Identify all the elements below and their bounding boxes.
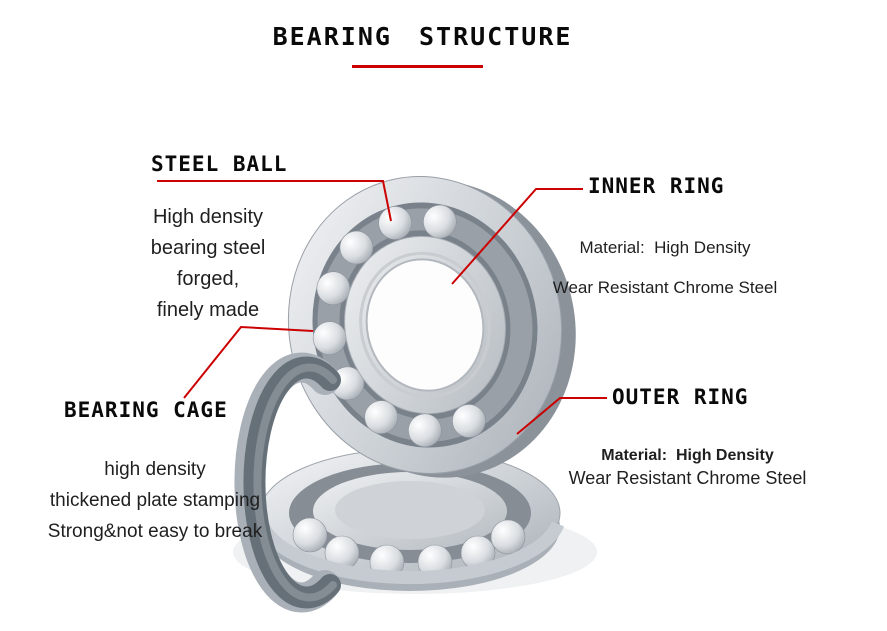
leader-outer-ring [516, 397, 607, 435]
outer-ring-label: OUTER RING [612, 385, 749, 409]
outer-ring-description: Material: High Density Wear Resistant Ch… [545, 444, 830, 490]
leader-steel-ball [157, 180, 392, 222]
bore [365, 258, 485, 392]
description-line: Strong&not easy to break [47, 521, 263, 542]
leader-bearing-cage [183, 325, 314, 399]
leader-lines [157, 180, 607, 435]
description-line: forged, [176, 268, 240, 290]
standing-bearing [287, 176, 576, 478]
flat-bearing-front [255, 517, 565, 585]
leader-inner-ring [451, 188, 583, 285]
cut-ring-section [234, 352, 341, 613]
steel-ball-label: STEEL BALL [151, 152, 288, 176]
page-title: BEARING STRUCTURE [272, 22, 573, 51]
bearing-cage-label: BEARING CAGE [64, 398, 228, 422]
description-line: bearing steel [150, 237, 266, 259]
description-line: Material: High Density [601, 447, 774, 464]
description-line: thickened plate stamping [49, 490, 261, 511]
title-underline [352, 65, 483, 68]
description-line: Wear Resistant Chrome Steel [552, 278, 778, 297]
description-line: high density [104, 459, 206, 480]
description-line: Material: High Density [579, 238, 751, 257]
inner-ring-description: Material: High Density Wear Resistant Ch… [540, 228, 790, 308]
inner-ring-label: INNER RING [588, 174, 725, 198]
description-line: High density [152, 206, 264, 228]
description-line: Wear Resistant Chrome Steel [568, 468, 807, 488]
description-line: finely made [156, 299, 260, 321]
steel-ball-description: High density bearing steel forged, finel… [88, 202, 328, 326]
steel-balls [312, 204, 486, 448]
bearing-cage-description: high density thickened plate stamping St… [20, 454, 290, 547]
